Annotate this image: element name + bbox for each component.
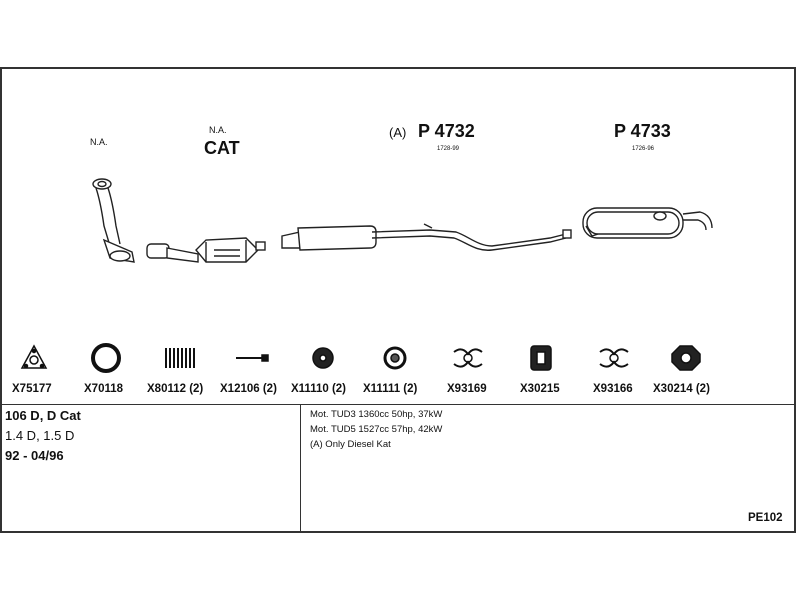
engine-note: (A) Only Diesel Kat — [310, 439, 391, 450]
hanger-icon — [530, 345, 552, 371]
part-code: X11111 (2) — [363, 383, 418, 395]
flange-gasket-icon — [671, 345, 701, 371]
engine-note: Mot. TUD3 1360cc 50hp, 37kW — [310, 409, 443, 420]
reference-code: PE102 — [748, 512, 783, 524]
rear-silencer — [582, 207, 713, 239]
part-code: X70118 — [84, 383, 124, 395]
part-code: X30214 (2) — [653, 383, 710, 395]
part-p4733-sub: 1726-96 — [632, 146, 655, 152]
diagram-frame — [0, 67, 796, 533]
part-p4732-label: P 4732 — [418, 121, 475, 141]
part-code: X93166 — [593, 383, 633, 395]
triangle-gasket-icon — [20, 344, 48, 369]
clamp-icon — [599, 348, 629, 368]
part-code: X75177 — [12, 383, 52, 395]
vehicle-years: 92 - 04/96 — [5, 448, 64, 463]
part-code: X11110 (2) — [291, 383, 346, 395]
divider-horizontal — [0, 404, 796, 405]
engine-note: Mot. TUD5 1527cc 57hp, 42kW — [310, 424, 443, 435]
front-pipe — [92, 178, 135, 263]
bolt-icon — [236, 354, 269, 362]
na-label-front: N.A. — [90, 137, 108, 147]
rubber-ring-icon — [383, 346, 407, 370]
part-code: X30215 — [520, 383, 560, 395]
spring-icon — [165, 348, 195, 368]
part-code: X93169 — [447, 383, 487, 395]
catalytic-converter — [146, 237, 266, 263]
parts-icon-row — [20, 343, 701, 373]
divider-vertical — [300, 404, 301, 533]
rubber-mount-icon — [312, 347, 334, 369]
a-marker: (A) — [389, 125, 407, 140]
vehicle-engine: 1.4 D, 1.5 D — [5, 428, 75, 443]
vehicle-model: 106 D, D Cat — [5, 408, 81, 423]
ring-gasket-icon — [91, 343, 121, 373]
part-p4732-sub: 1728-99 — [437, 146, 460, 152]
cat-label: CAT — [204, 138, 240, 158]
na-label-cat: N.A. — [209, 125, 227, 135]
clamp-icon — [453, 348, 483, 368]
part-code: X12106 (2) — [220, 383, 277, 395]
part-p4733-label: P 4733 — [614, 121, 671, 141]
middle-muffler — [281, 223, 572, 251]
part-code: X80112 (2) — [147, 383, 204, 395]
